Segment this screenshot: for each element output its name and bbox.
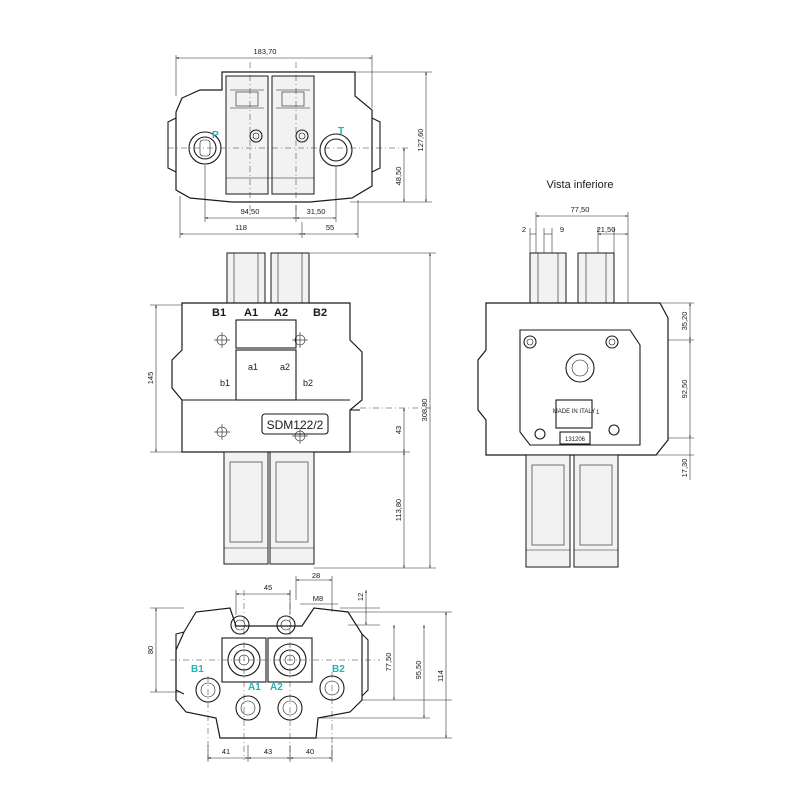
dim-bot-43: 43 — [264, 747, 272, 756]
port-b2-label: B2 — [313, 307, 327, 319]
dim-bot-9550: 95,50 — [414, 661, 423, 680]
dim-top-3150: 31,50 — [307, 207, 326, 216]
dim-top-width: 183,70 — [254, 47, 277, 56]
dim-bot-40: 40 — [306, 747, 314, 756]
bottom-b1-label: B1 — [191, 664, 204, 675]
dim-side-2: 2 — [522, 225, 526, 234]
front-view: SDM122/2 B1 A1 A2 B2 a1 a2 b1 b2 145 308… — [146, 252, 436, 569]
dim-side-2150: 21,50 — [597, 225, 616, 234]
port-b1-small: b1 — [220, 378, 230, 388]
port-a2-label: A2 — [274, 307, 288, 319]
port-t-label: T — [338, 126, 344, 137]
marker-1: 1 — [596, 410, 600, 416]
dim-bot-28: 28 — [312, 571, 320, 580]
made-in-label: MADE IN ITALY — [553, 409, 595, 415]
bottom-view: B1 B2 A1 A2 45 28 M8 12 80 77,50 95 — [146, 571, 452, 762]
dim-front-43: 43 — [394, 426, 403, 434]
dim-bot-114: 114 — [436, 670, 445, 682]
port-b1-label: B1 — [212, 307, 226, 319]
bottom-a2-label: A2 — [270, 682, 283, 693]
dim-top-118: 118 — [235, 223, 247, 232]
dim-side-1730: 17,30 — [680, 459, 689, 478]
dim-top-9450: 94,50 — [241, 207, 260, 216]
port-a1-small: a1 — [248, 362, 258, 372]
side-view: Vista inferiore MADE IN ITALY 1 131206 — [477, 179, 694, 568]
dim-side-9: 9 — [560, 225, 564, 234]
dim-front-145: 145 — [146, 372, 155, 385]
dim-bot-41: 41 — [222, 747, 230, 756]
view-title: Vista inferiore — [546, 179, 613, 191]
model-label: SDM122/2 — [267, 418, 324, 432]
dim-side-9250: 92,50 — [680, 380, 689, 399]
port-p-label: P — [212, 130, 219, 141]
dim-bot-45: 45 — [264, 583, 272, 592]
port-a2-small: a2 — [280, 362, 290, 372]
port-a1-label: A1 — [244, 307, 258, 319]
dim-side-7750: 77,50 — [571, 205, 590, 214]
dim-front-30880: 308,80 — [420, 399, 429, 422]
dim-side-3520: 35,20 — [680, 312, 689, 331]
bottom-b2-label: B2 — [332, 664, 345, 675]
dim-top-55: 55 — [326, 223, 334, 232]
serial-label: 131206 — [565, 437, 586, 443]
port-b2-small: b2 — [303, 378, 313, 388]
dim-front-11380: 113,80 — [394, 499, 403, 521]
dim-bot-80: 80 — [146, 646, 155, 654]
dim-top-height: 127,60 — [416, 129, 425, 152]
dim-bot-12: 12 — [356, 593, 365, 601]
bottom-a1-label: A1 — [248, 682, 261, 693]
thread-m8: M8 — [313, 594, 323, 603]
top-view: P T 183,70 127,60 48,50 94,50 31,50 118 … — [167, 47, 432, 238]
dim-bot-7750: 77,50 — [384, 653, 393, 672]
dim-top-port-height: 48,50 — [394, 167, 403, 186]
